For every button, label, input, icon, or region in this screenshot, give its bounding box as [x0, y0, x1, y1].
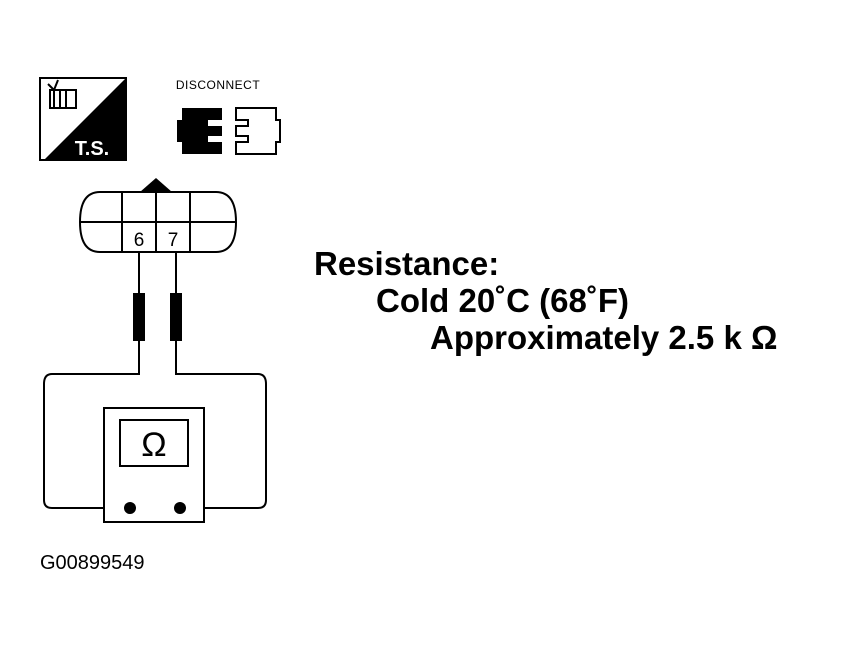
meter-terminal-left [124, 502, 136, 514]
connector-latch-icon [140, 178, 172, 192]
probe-leads [43, 252, 267, 509]
ohm-symbol: Ω [141, 426, 166, 464]
pin-7-label: 7 [168, 230, 179, 251]
resistance-value: Approximately 2.5 k Ω [430, 319, 778, 356]
ts-label: T.S. [75, 138, 109, 160]
disconnect-icon: DISCONNECT [176, 78, 281, 155]
meter-terminal-right [174, 502, 186, 514]
resistance-heading: Resistance: [314, 245, 500, 282]
pin-6-label: 6 [134, 230, 145, 251]
temperature-condition: Cold 20˚C (68˚F) [376, 282, 630, 319]
figure-id: G00899549 [40, 552, 145, 574]
disconnect-label: DISCONNECT [176, 78, 261, 92]
hand-tool-icon [47, 79, 77, 109]
ohmmeter: Ω [103, 407, 205, 523]
connector-6-7: 6 7 [78, 178, 238, 253]
troubleshooting-icon: T.S. [39, 77, 127, 161]
